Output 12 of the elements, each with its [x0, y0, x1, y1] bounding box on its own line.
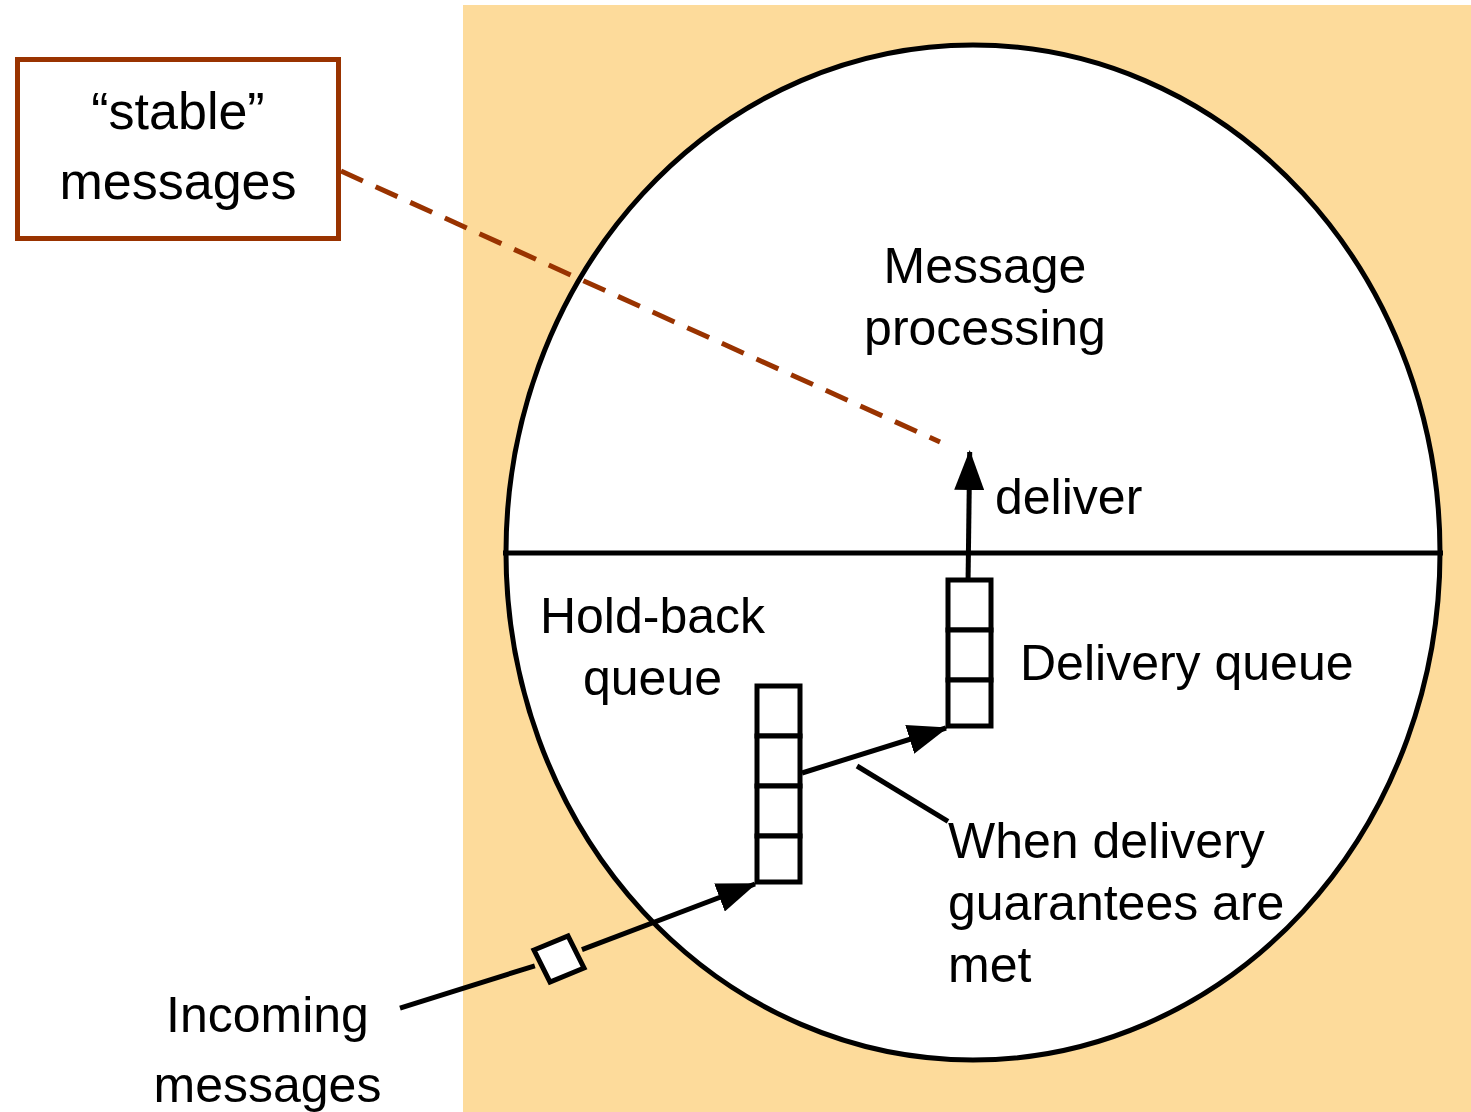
callout-box: “stable” messages [15, 57, 341, 241]
queue-label: Hold-back queue [538, 587, 767, 708]
arrow [801, 725, 948, 776]
arrow [581, 881, 757, 953]
leader-line [855, 763, 950, 824]
region-title: Message processing [863, 237, 1107, 358]
arrow [954, 450, 985, 579]
queue-label: Delivery queue [1020, 634, 1355, 693]
condition-note: When delivery guarantees are met [948, 810, 1348, 1000]
dashed-leader-line [339, 168, 942, 445]
connector-line [399, 963, 536, 1011]
edge-label: deliver [995, 468, 1143, 527]
